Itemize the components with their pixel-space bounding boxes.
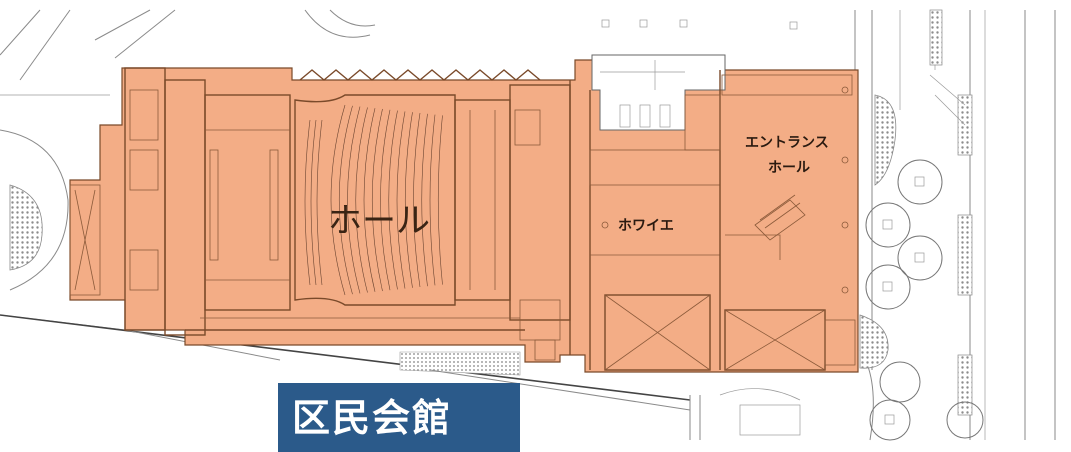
seat-row bbox=[413, 112, 421, 288]
building-name-text: 区民会館 bbox=[292, 396, 452, 440]
seat-row bbox=[380, 109, 391, 291]
seat-row bbox=[371, 108, 383, 292]
building-footprint bbox=[69, 54, 859, 373]
foyer-area bbox=[569, 70, 721, 371]
planter-left bbox=[9, 184, 43, 271]
entrance-hall-label-line2: ホール bbox=[768, 160, 810, 176]
street-trees bbox=[601, 19, 984, 441]
building-name-banner: 区民会館 bbox=[278, 383, 520, 452]
entrance-hall-area bbox=[721, 74, 856, 371]
seat-row bbox=[363, 108, 376, 292]
entrance-hall-label-line1: エントランス bbox=[745, 135, 829, 151]
seat-row bbox=[355, 107, 368, 293]
seat-row bbox=[396, 111, 406, 289]
hall-label: ホール bbox=[328, 201, 430, 241]
auditorium-seating bbox=[294, 84, 571, 361]
seat-row bbox=[429, 114, 436, 286]
seat-row bbox=[304, 119, 311, 286]
foyer-label: ホワイエ bbox=[618, 218, 674, 234]
backstage bbox=[69, 67, 291, 336]
seat-row bbox=[338, 105, 353, 295]
seat-row bbox=[316, 119, 323, 286]
seat-row bbox=[388, 110, 398, 290]
seat-row bbox=[347, 106, 361, 294]
seat-row bbox=[310, 119, 317, 286]
seat-row bbox=[330, 104, 346, 296]
seat-row bbox=[404, 112, 413, 288]
seat-row bbox=[437, 115, 443, 285]
seat-row bbox=[421, 113, 428, 287]
